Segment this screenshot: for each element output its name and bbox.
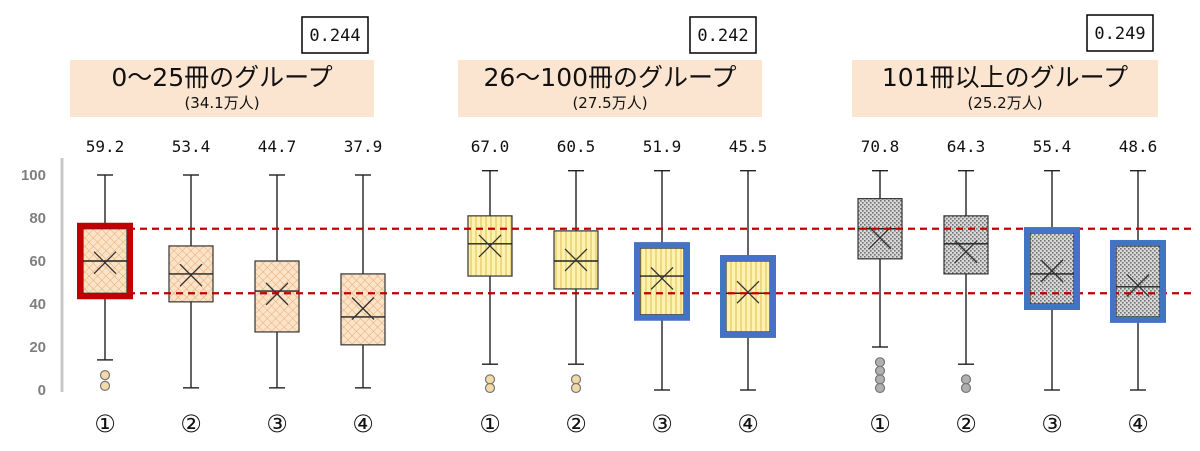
- outlier-point: [99, 370, 111, 381]
- group-subtitle: (27.5万人): [572, 94, 647, 112]
- group-label-background: [458, 60, 762, 117]
- correlation-box: [301, 16, 369, 54]
- group-headers: 0～25冊のグループ (34.1万人) 0.244 26～100冊のグループ (27.5…: [70, 14, 1158, 117]
- y-tick-label: 40: [29, 296, 46, 313]
- y-axis-ticks: 0 20 40 60 80 100: [21, 167, 46, 399]
- x-category-label: ④: [737, 410, 759, 438]
- correlation-box: [1086, 14, 1154, 52]
- highlight-frame: [720, 255, 776, 338]
- group-title: 0～25冊のグループ: [111, 63, 332, 92]
- x-category-label: ①: [869, 410, 891, 438]
- box-series: 59.2 ① 53.4 ② 44.7 ③ 37.9 ④ 67.0 ① 60.5 ② 51.9 ③ 45.5 ④…: [82, 137, 1161, 438]
- box-iqr: [639, 247, 685, 316]
- correlation-value: 0.244: [309, 26, 360, 46]
- mean-value-label: 55.4: [1033, 137, 1072, 156]
- mean-value-label: 70.8: [861, 137, 900, 156]
- box-iqr: [1115, 245, 1161, 318]
- mean-marker: [478, 234, 502, 258]
- mean-marker: [351, 297, 375, 320]
- outlier-point: [874, 365, 886, 376]
- group-subtitle: (25.2万人): [967, 94, 1042, 112]
- x-category-label: ②: [955, 410, 977, 438]
- mean-marker: [868, 226, 892, 250]
- mean-value-label: 67.0: [471, 137, 510, 156]
- mean-marker: [93, 251, 117, 275]
- x-category-label: ③: [266, 410, 288, 438]
- mean-value-label: 60.5: [557, 137, 596, 156]
- mean-value-label: 53.4: [172, 137, 211, 156]
- outlier-point: [960, 374, 972, 385]
- outlier-point: [874, 374, 886, 385]
- outlier-point: [570, 382, 582, 394]
- mean-value-label: 48.6: [1119, 137, 1158, 156]
- outlier-point: [960, 382, 972, 394]
- x-category-label: ③: [651, 410, 673, 438]
- mean-value-label: 45.5: [729, 137, 768, 156]
- outlier-point: [99, 380, 111, 391]
- correlation-value: 0.242: [697, 26, 748, 46]
- x-category-label: ③: [1041, 410, 1063, 438]
- group-title: 26～100冊のグループ: [483, 63, 736, 92]
- mean-marker: [650, 266, 674, 290]
- mean-marker: [564, 248, 588, 272]
- correlation-box: [689, 16, 757, 54]
- mean-marker: [954, 240, 978, 264]
- mean-value-label: 37.9: [344, 137, 383, 156]
- x-category-label: ①: [94, 410, 116, 438]
- outlier-point: [484, 382, 496, 394]
- highlight-frame: [1110, 239, 1166, 323]
- group-subtitle: (34.1万人): [184, 94, 259, 112]
- outlier-point: [484, 374, 496, 385]
- y-tick-label: 100: [21, 167, 46, 184]
- highlight-frame: [77, 222, 133, 300]
- y-tick-label: 80: [29, 210, 46, 227]
- y-tick-label: 20: [29, 339, 46, 356]
- outlier-point: [874, 382, 886, 394]
- x-category-label: ②: [180, 410, 202, 438]
- mean-value-label: 44.7: [258, 137, 297, 156]
- mean-value-label: 51.9: [643, 137, 682, 156]
- highlight-frames: [77, 222, 1166, 338]
- x-category-label: ①: [479, 410, 501, 438]
- group-title: 101冊以上のグループ: [882, 63, 1128, 92]
- highlight-frame: [634, 242, 690, 321]
- box-iqr: [725, 260, 771, 333]
- mean-marker: [1040, 259, 1064, 283]
- box-iqr: [254, 260, 300, 333]
- box-iqr: [943, 215, 989, 275]
- y-tick-label: 0: [38, 382, 46, 399]
- group-label-background: [852, 60, 1158, 117]
- x-category-label: ④: [352, 410, 374, 438]
- mean-value-label: 59.2: [86, 137, 125, 156]
- reference-lines: [128, 227, 1195, 295]
- mean-marker: [179, 263, 203, 287]
- y-tick-label: 60: [29, 253, 46, 270]
- mean-marker: [736, 280, 760, 304]
- x-category-label: ④: [1127, 410, 1149, 438]
- highlight-frame: [1024, 227, 1080, 310]
- correlation-value: 0.249: [1094, 24, 1145, 44]
- outlier-point: [570, 374, 582, 385]
- outlier-point: [874, 357, 886, 368]
- mean-value-label: 64.3: [947, 137, 986, 156]
- x-category-label: ②: [565, 410, 587, 438]
- group-label-background: [70, 60, 374, 117]
